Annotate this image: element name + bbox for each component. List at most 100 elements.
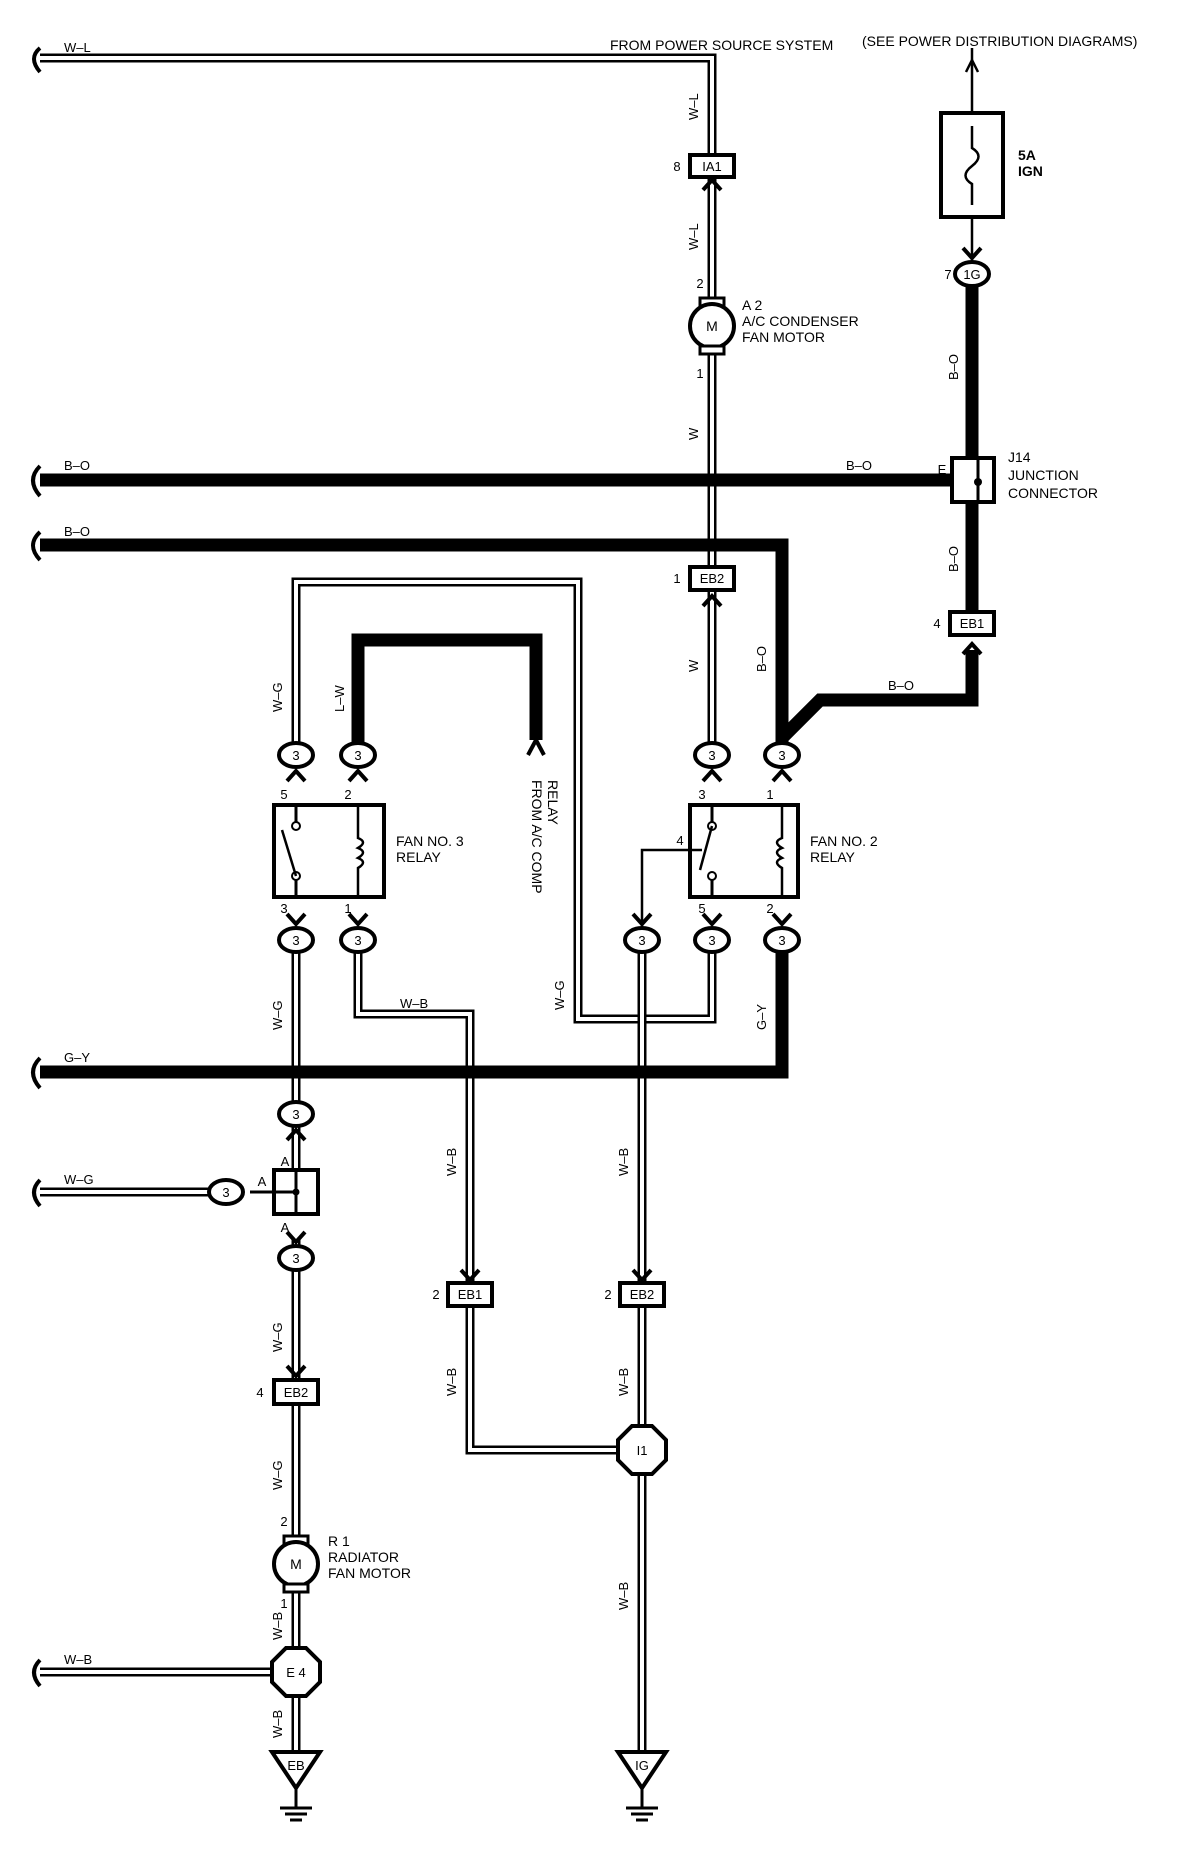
connector-chevron bbox=[285, 912, 307, 927]
label-wg-v2: W–G bbox=[270, 1000, 285, 1030]
relay3-pin-5: 5 bbox=[280, 787, 287, 802]
header-see: (SEE POWER DISTRIBUTION DIAGRAMS) bbox=[862, 33, 1137, 49]
relay3-pin-2: 2 bbox=[344, 787, 351, 802]
ring-connector: 3 bbox=[693, 741, 731, 769]
label-gy: G–Y bbox=[64, 1050, 90, 1065]
eb2-left-pin-4: 4 bbox=[256, 1385, 263, 1400]
ring-connector: 3 bbox=[339, 926, 377, 954]
r1-radiator-fan-motor: M R 1 RADIATOR FAN MOTOR 2 1 bbox=[272, 1514, 411, 1611]
relay3-line2: RELAY bbox=[396, 849, 442, 865]
ring-connector-label: 3 bbox=[708, 748, 715, 763]
j14-line1: JUNCTION bbox=[1008, 467, 1079, 483]
ground-eb-label: EB bbox=[287, 1758, 304, 1773]
connector-chevron bbox=[347, 768, 369, 783]
ground-eb: EB bbox=[268, 1750, 324, 1822]
j14-line2: CONNECTOR bbox=[1008, 485, 1098, 501]
eb2-bottom-pin-2: 2 bbox=[604, 1287, 611, 1302]
accomp-line1: FROM A/C COMP bbox=[529, 780, 545, 894]
label-wg-v4: W–G bbox=[270, 1322, 285, 1352]
label-wg-v3: W–G bbox=[552, 980, 567, 1010]
label-wb-mid: W–B bbox=[400, 996, 428, 1011]
connector-1g-label: 1G bbox=[963, 267, 980, 282]
j14-code: J14 bbox=[1008, 449, 1031, 465]
r1-line2: FAN MOTOR bbox=[328, 1565, 411, 1581]
connector-chevron bbox=[701, 768, 723, 783]
ring-connector-label: 3 bbox=[222, 1185, 229, 1200]
label-wb-v1: W–B bbox=[444, 1148, 459, 1176]
label-wb-v7: W–B bbox=[270, 1710, 285, 1738]
wire-bo-2 bbox=[40, 538, 789, 743]
connector-chevron bbox=[701, 177, 723, 192]
connector-chevron bbox=[701, 912, 723, 927]
connector-eb2-bottom-label: EB2 bbox=[630, 1287, 655, 1302]
j14-junction-connector: E J14 JUNCTION CONNECTOR bbox=[938, 449, 1098, 504]
r1-pin-2: 2 bbox=[280, 1514, 287, 1529]
label-wb-v5: W–B bbox=[616, 1582, 631, 1610]
ground-ig-label: IG bbox=[635, 1758, 649, 1773]
ring-connector: 3 bbox=[339, 741, 377, 769]
label-wb-v6: W–B bbox=[270, 1612, 285, 1640]
connector-chevron bbox=[631, 912, 653, 927]
r1-line1: RADIATOR bbox=[328, 1549, 399, 1565]
fuse-name: IGN bbox=[1018, 163, 1043, 179]
r1-code: R 1 bbox=[328, 1533, 350, 1549]
relay2-pin-5: 5 bbox=[698, 901, 705, 916]
label-bo-v1: B–O bbox=[754, 646, 769, 672]
r1-symbol: M bbox=[290, 1556, 302, 1572]
eb2-top-pin-1: 1 bbox=[673, 571, 680, 586]
fan-no3-relay: FAN NO. 3 RELAY 5 2 3 1 bbox=[272, 787, 464, 916]
ground-ig: IG bbox=[614, 1750, 670, 1822]
junction-e4-label: E 4 bbox=[286, 1665, 306, 1680]
wire-gy bbox=[40, 952, 789, 1079]
ring-connector-label: 3 bbox=[708, 933, 715, 948]
ring-connector: 3 bbox=[207, 1178, 245, 1206]
ring-connector: 3 bbox=[277, 741, 315, 769]
connector-eb2-left-label: EB2 bbox=[284, 1385, 309, 1400]
ring-connector-label: 3 bbox=[638, 933, 645, 948]
connector-chevron bbox=[347, 912, 369, 927]
header-source: FROM POWER SOURCE SYSTEM bbox=[610, 37, 833, 53]
label-wb-v2: W–B bbox=[616, 1148, 631, 1176]
label-wg-v5: W–G bbox=[270, 1460, 285, 1490]
wire-wl-top bbox=[40, 53, 717, 160]
wire-labels: W–L B–O B–O B–O B–O G–Y W–G W–B W–B W–L … bbox=[64, 40, 961, 1738]
ring-connector-label: 3 bbox=[778, 933, 785, 948]
label-bo-eb1: B–O bbox=[888, 678, 914, 693]
connector-chevron bbox=[459, 1268, 481, 1283]
connector-chevron bbox=[631, 1268, 653, 1283]
connector-eb2-top: EB2 1 bbox=[673, 565, 736, 592]
ring-connector: 3 bbox=[623, 926, 661, 954]
a2-pin-1: 1 bbox=[696, 366, 703, 381]
eb1-right-pin-4: 4 bbox=[933, 616, 940, 631]
j14-pin-e: E bbox=[938, 462, 947, 477]
relay2-pin-1: 1 bbox=[766, 787, 773, 802]
ring-connector: 3 bbox=[693, 926, 731, 954]
ring-connector-label: 3 bbox=[292, 1107, 299, 1122]
relay3-pin-3: 3 bbox=[280, 901, 287, 916]
ring-connector-label: 3 bbox=[292, 933, 299, 948]
a2-code: A 2 bbox=[742, 297, 762, 313]
connector-chevron bbox=[771, 912, 793, 927]
connector-eb1-bottom: EB1 2 bbox=[432, 1281, 494, 1308]
a2-condenser-fan-motor: M A 2 A/C CONDENSER FAN MOTOR 2 1 bbox=[688, 276, 859, 381]
label-lw-v1: L–W bbox=[332, 685, 347, 712]
junction-i1-label: I1 bbox=[637, 1443, 648, 1458]
wire-wb-eb1 bbox=[465, 1306, 622, 1455]
r1-pin-1: 1 bbox=[280, 1596, 287, 1611]
connector-eb1-bottom-label: EB1 bbox=[458, 1287, 483, 1302]
ring-connector-label: 3 bbox=[354, 933, 361, 948]
connector-eb1-right: EB1 4 bbox=[933, 610, 996, 637]
ring-connector: 3 bbox=[277, 926, 315, 954]
connector-eb2-bottom: EB2 2 bbox=[604, 1281, 666, 1308]
junction-a-bottom: A bbox=[281, 1220, 290, 1235]
label-bo-2: B–O bbox=[64, 524, 90, 539]
connector-chevron bbox=[285, 1230, 307, 1245]
label-bo-1r: B–O bbox=[846, 458, 872, 473]
relay3-line1: FAN NO. 3 bbox=[396, 833, 464, 849]
junction-e4: E 4 bbox=[270, 1646, 322, 1698]
a2-symbol: M bbox=[706, 318, 718, 334]
junction-a-left: A bbox=[258, 1174, 267, 1189]
